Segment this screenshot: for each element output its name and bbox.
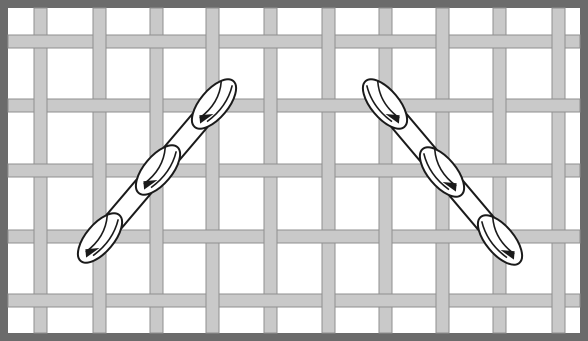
weave-crossing	[492, 294, 507, 307]
vertical-thread	[552, 8, 565, 333]
vertical-thread	[206, 8, 219, 333]
weave-crossing	[205, 230, 220, 243]
weave-crossing	[435, 99, 450, 112]
weave-crossing	[492, 35, 507, 48]
weave-crossing	[378, 35, 393, 48]
weave-crossing	[551, 99, 566, 112]
weave-crossing	[263, 164, 278, 177]
weave-crossing	[321, 230, 336, 243]
weave-crossing	[551, 230, 566, 243]
weave-crossing	[33, 294, 48, 307]
weave-crossing	[435, 230, 450, 243]
weave-crossing	[33, 164, 48, 177]
weave-crossing	[263, 35, 278, 48]
weave-crossing	[263, 294, 278, 307]
weave-crossing	[321, 99, 336, 112]
weave-crossing	[149, 35, 164, 48]
weave-crossing	[92, 99, 107, 112]
weave-crossing	[33, 35, 48, 48]
weave-crossing	[378, 294, 393, 307]
weave-crossing	[492, 164, 507, 177]
weave-crossing	[378, 164, 393, 177]
weave-crossing	[149, 294, 164, 307]
vertical-thread	[93, 8, 106, 333]
vertical-thread	[322, 8, 335, 333]
